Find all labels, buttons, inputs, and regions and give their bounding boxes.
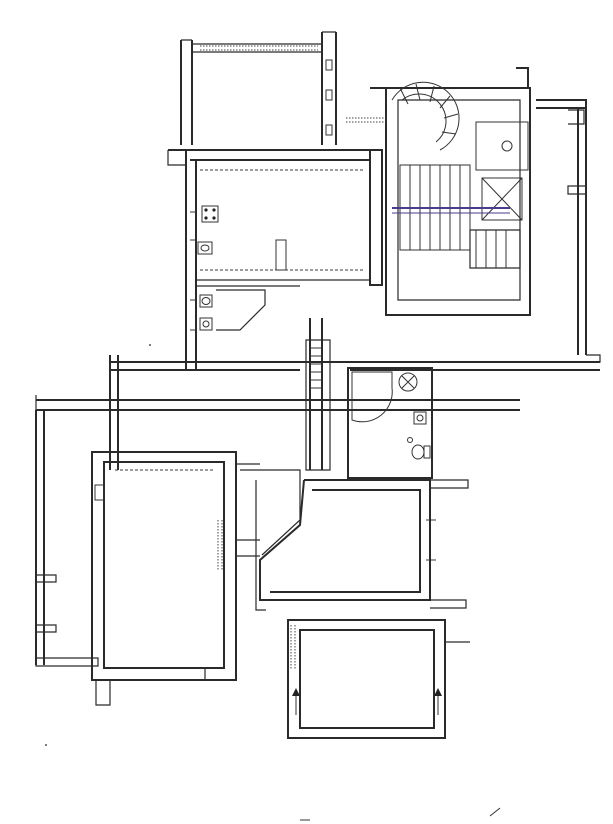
sink-symbol	[413, 411, 427, 425]
lower-left-room	[91, 451, 260, 706]
spiral-stair-symbol	[391, 81, 460, 151]
sink-symbol	[197, 241, 213, 255]
left-balcony	[35, 410, 99, 667]
stair-core	[346, 67, 531, 316]
scan-marks	[45, 344, 501, 821]
direction-arrow	[434, 688, 442, 715]
central-corridor	[35, 318, 600, 471]
sink-symbol	[199, 317, 213, 331]
bottom-room	[287, 619, 470, 739]
upper-room	[167, 149, 383, 370]
stove-symbol	[201, 205, 219, 223]
bathroom	[347, 367, 433, 479]
right-balcony	[536, 99, 601, 363]
lower-right-room	[240, 469, 469, 611]
direction-arrow	[292, 688, 300, 715]
toilet-symbol	[199, 294, 213, 308]
top-terrace	[180, 31, 337, 145]
toilet-symbol	[411, 444, 431, 460]
shower-symbol	[351, 371, 393, 423]
